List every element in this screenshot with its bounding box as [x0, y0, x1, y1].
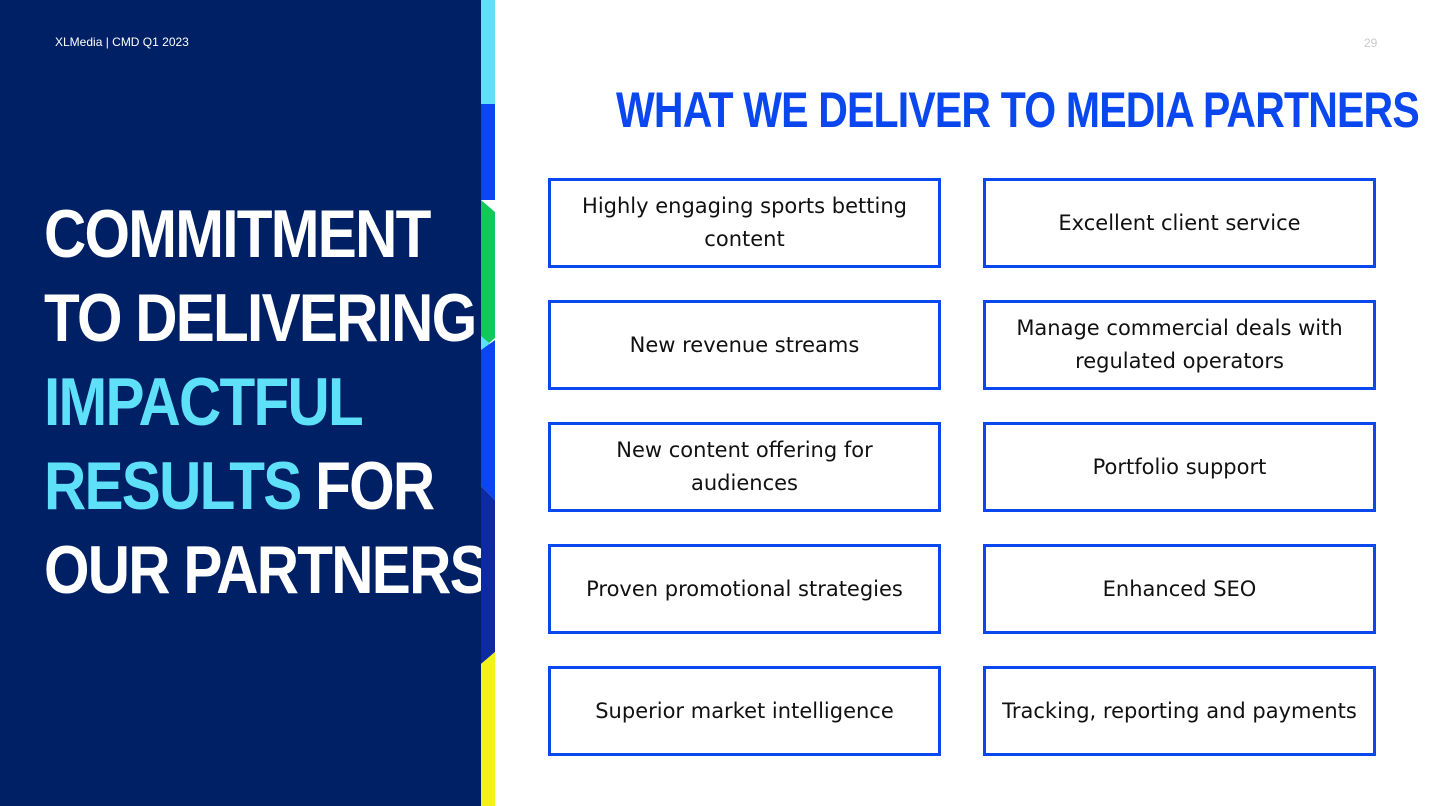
- card-content-offering: New content offering for audiences: [548, 422, 941, 512]
- card-label: Highly engaging sports betting content: [582, 194, 907, 251]
- headline-line-2: TO DELIVERING: [44, 280, 477, 356]
- headline-word-for: FOR: [315, 448, 435, 524]
- card-label: Excellent client service: [1058, 210, 1301, 235]
- strip-segment-yellow: [481, 652, 495, 806]
- card-label: Tracking, reporting and payments: [1002, 698, 1357, 723]
- card-label: Proven promotional strategies: [586, 576, 903, 601]
- card-tracking-reporting: Tracking, reporting and payments: [983, 666, 1376, 756]
- card-label: New revenue streams: [629, 332, 860, 357]
- card-revenue-streams: New revenue streams: [548, 300, 941, 390]
- headline-line-4: RESULTS FOR: [44, 444, 435, 528]
- card-portfolio-support: Portfolio support: [983, 422, 1376, 512]
- card-label: Manage commercial deals with regulated o…: [1016, 316, 1343, 373]
- card-enhanced-seo: Enhanced SEO: [983, 544, 1376, 634]
- card-label: Superior market intelligence: [595, 698, 894, 723]
- left-panel: XLMedia | CMD Q1 2023 COMMITMENT TO DELI…: [0, 0, 489, 806]
- decorative-color-strip: [481, 0, 495, 806]
- slide-title: WHAT WE DELIVER TO MEDIA PARTNERS: [616, 82, 1420, 138]
- card-sports-betting-content: Highly engaging sports betting content: [548, 178, 941, 268]
- strip-segment-navy: [481, 486, 495, 664]
- headline-accent-results: RESULTS: [44, 448, 302, 524]
- headline: COMMITMENT TO DELIVERING IMPACTFUL RESUL…: [44, 192, 489, 612]
- headline-line-1: COMMITMENT: [44, 196, 431, 272]
- presentation-label: XLMedia | CMD Q1 2023: [55, 35, 189, 49]
- page-number: 29: [1364, 36, 1378, 50]
- card-commercial-deals: Manage commercial deals with regulated o…: [983, 300, 1376, 390]
- card-label: New content offering for audiences: [616, 438, 873, 495]
- strip-segment-blue-mid: [481, 340, 495, 500]
- headline-line-5: OUR PARTNERS: [44, 532, 489, 608]
- strip-segment-cyan: [481, 0, 495, 104]
- headline-line-3: IMPACTFUL: [44, 364, 364, 440]
- card-label: Portfolio support: [1092, 454, 1267, 479]
- card-client-service: Excellent client service: [983, 178, 1376, 268]
- card-promotional-strategies: Proven promotional strategies: [548, 544, 941, 634]
- strip-segment-green: [481, 200, 495, 350]
- card-label: Enhanced SEO: [1102, 576, 1257, 601]
- strip-segment-blue: [481, 104, 495, 200]
- card-market-intelligence: Superior market intelligence: [548, 666, 941, 756]
